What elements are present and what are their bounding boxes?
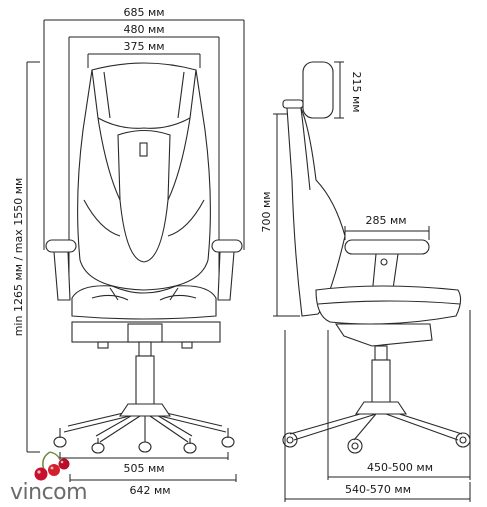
label-overall-width: 685 мм bbox=[123, 6, 164, 19]
dim-headrest-width: 375 мм bbox=[87, 40, 201, 68]
chair-front-view bbox=[45, 62, 243, 454]
dim-back-width: 480 мм bbox=[68, 23, 220, 300]
dim-base-outer: 642 мм bbox=[69, 474, 237, 497]
brand-name: vincom bbox=[10, 480, 87, 505]
label-total-depth: 540-570 мм bbox=[345, 483, 411, 496]
dim-height-range: min 1265 мм / max 1550 мм bbox=[12, 61, 40, 453]
label-base-inner: 505 мм bbox=[123, 462, 164, 475]
label-headrest-width: 375 мм bbox=[123, 40, 164, 53]
chair-side-view bbox=[282, 61, 471, 454]
label-back-height: 700 мм bbox=[260, 191, 273, 232]
label-seat-depth: 450-500 мм bbox=[367, 461, 433, 474]
dim-armrest-depth: 285 мм bbox=[344, 214, 430, 240]
dim-overall-width: 685 мм bbox=[43, 6, 245, 250]
dim-base-inner: 505 мм bbox=[59, 452, 229, 475]
label-back-width: 480 мм bbox=[123, 23, 164, 36]
berries-icon bbox=[34, 451, 70, 481]
dim-total-depth: 540-570 мм bbox=[284, 330, 471, 502]
label-base-outer: 642 мм bbox=[129, 484, 170, 497]
dim-back-height: 700 мм bbox=[260, 113, 300, 317]
label-headrest-height: 215 мм bbox=[350, 71, 363, 112]
dim-seat-depth: 450-500 мм bbox=[327, 310, 471, 480]
label-height-range: min 1265 мм / max 1550 мм bbox=[12, 178, 25, 337]
label-armrest-depth: 285 мм bbox=[365, 214, 406, 227]
dim-headrest-height: 215 мм bbox=[334, 61, 363, 119]
vincom-logo: vincom bbox=[10, 451, 88, 505]
